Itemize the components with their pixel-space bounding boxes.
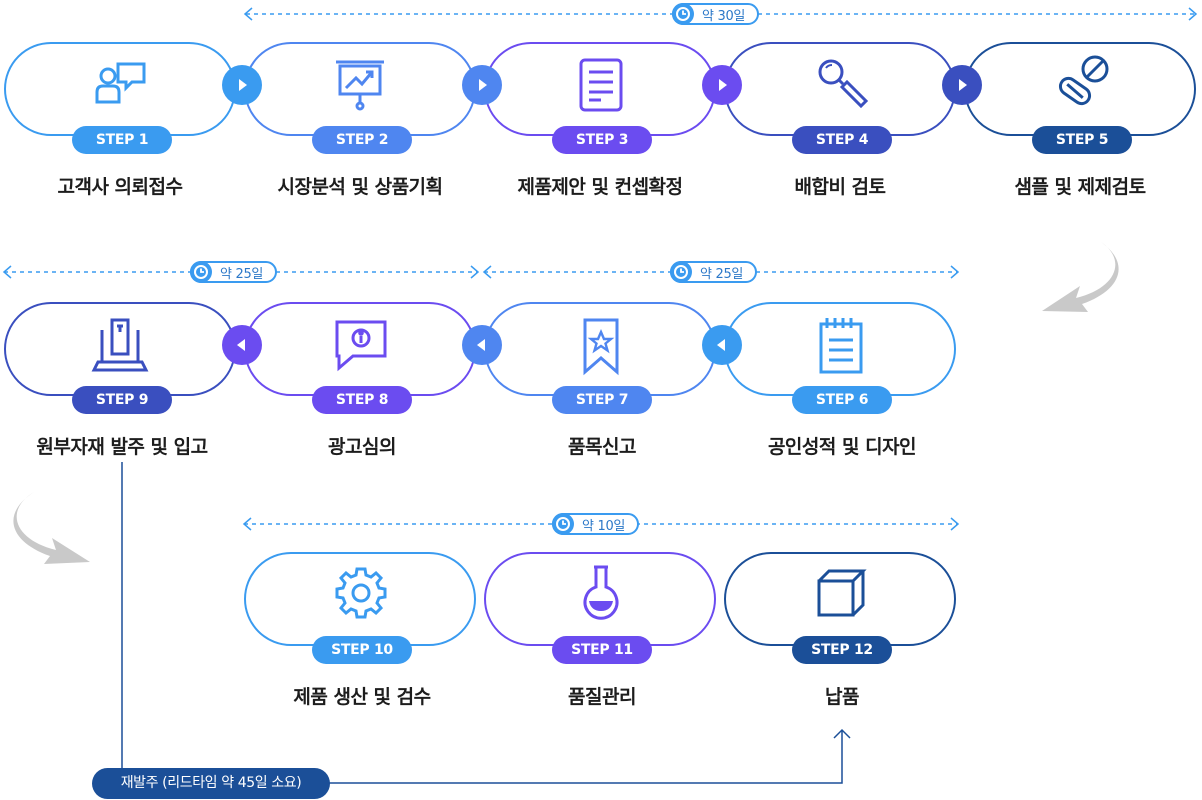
warehouse-box-icon	[90, 316, 150, 376]
duration-label: 약 10일	[582, 518, 626, 534]
step-10-badge: STEP 10	[312, 636, 412, 664]
step-7-label: 품목신고	[568, 436, 636, 458]
step-2-card	[244, 42, 476, 136]
step-7-card	[484, 302, 716, 396]
clock-icon	[552, 513, 574, 535]
step-12-label: 납품	[825, 686, 859, 708]
next-arrow-4-5	[942, 65, 982, 105]
step-11-badge: STEP 11	[552, 636, 652, 664]
duration-badge-2: 약 25일	[190, 261, 278, 283]
duration-line-1-left-arrowhead	[243, 7, 253, 21]
flask-icon	[571, 563, 631, 623]
step-11-label: 품질관리	[568, 686, 636, 708]
step-2-badge: STEP 2	[312, 126, 412, 154]
step-5-label: 샘플 및 제제검토	[1014, 176, 1146, 198]
duration-label: 약 30일	[702, 8, 746, 24]
step-6-label: 공인성적 및 디자인	[767, 436, 917, 458]
next-arrow-7-8	[462, 325, 502, 365]
pill-capsule-icon	[1052, 52, 1112, 112]
clock-icon	[190, 261, 212, 283]
duration-line-1-right-arrowhead	[1188, 7, 1198, 21]
step-9-badge: STEP 9	[72, 386, 172, 414]
step-4-card	[724, 42, 956, 136]
step-9-card	[4, 302, 236, 396]
next-arrow-3-4	[702, 65, 742, 105]
duration-line-2-right-arrowhead	[470, 265, 480, 279]
curved-arrow-row1-to-row2	[1042, 240, 1119, 312]
reorder-connector	[121, 462, 843, 784]
info-speech-icon	[331, 316, 391, 376]
presentation-chart-icon	[330, 56, 390, 116]
duration-badge-3: 약 25일	[670, 261, 758, 283]
reorder-arrowhead	[833, 728, 851, 739]
duration-badge-4: 약 10일	[552, 513, 640, 535]
duration-line-4-right-arrowhead	[950, 517, 960, 531]
gear-icon	[331, 563, 391, 623]
reorder-badge: 재발주 (리드타임 약 45일 소요)	[92, 768, 330, 799]
duration-label: 약 25일	[700, 266, 744, 282]
duration-line-4-left-arrowhead	[242, 517, 252, 531]
step-9-label: 원부자재 발주 및 입고	[36, 436, 208, 458]
step-7-badge: STEP 7	[552, 386, 652, 414]
step-3-label: 제품제안 및 컨셉확정	[517, 176, 683, 198]
step-8-card	[244, 302, 476, 396]
document-icon	[571, 56, 631, 116]
step-2-label: 시장분석 및 상품기획	[277, 176, 443, 198]
magnifier-icon	[811, 56, 871, 116]
step-8-label: 광고심의	[328, 436, 396, 458]
step-1-badge: STEP 1	[72, 126, 172, 154]
step-3-badge: STEP 3	[552, 126, 652, 154]
next-arrow-6-7	[702, 325, 742, 365]
step-1-label: 고객사 의뢰접수	[57, 176, 183, 198]
curved-arrow-row2-to-row3	[13, 492, 90, 564]
next-arrow-2-3	[462, 65, 502, 105]
step-5-badge: STEP 5	[1032, 126, 1132, 154]
notepad-icon	[811, 316, 871, 376]
cube-box-icon	[811, 563, 871, 623]
step-10-label: 제품 생산 및 검수	[293, 686, 431, 708]
next-arrow-8-9	[222, 325, 262, 365]
step-12-badge: STEP 12	[792, 636, 892, 664]
duration-badge-1: 약 30일	[672, 3, 760, 25]
step-4-label: 배합비 검토	[794, 176, 886, 198]
clock-icon	[672, 3, 694, 25]
duration-line-2-left-arrowhead	[2, 265, 12, 279]
duration-line-3-left-arrowhead	[482, 265, 492, 279]
step-4-badge: STEP 4	[792, 126, 892, 154]
next-arrow-1-2	[222, 65, 262, 105]
customer-chat-icon	[90, 56, 150, 116]
step-8-badge: STEP 8	[312, 386, 412, 414]
step-6-badge: STEP 6	[792, 386, 892, 414]
duration-line-3-right-arrowhead	[950, 265, 960, 279]
duration-label: 약 25일	[220, 266, 264, 282]
clock-icon	[670, 261, 692, 283]
bookmark-star-icon	[571, 316, 631, 376]
